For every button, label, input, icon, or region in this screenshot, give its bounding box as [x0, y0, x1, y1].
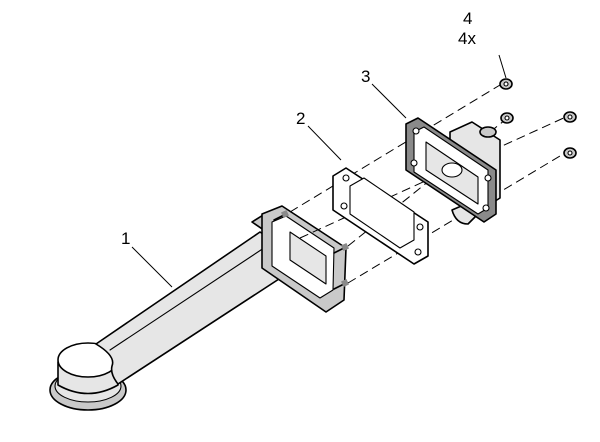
arm-body [95, 231, 306, 385]
nut-2 [500, 112, 514, 124]
gasket-hole-4 [414, 248, 422, 256]
housing-hole-4 [482, 204, 490, 212]
arm-body-highlight [109, 239, 277, 351]
nut-1 [499, 78, 513, 90]
gasket-hole-3 [340, 202, 348, 210]
arm-studs [273, 210, 349, 290]
housing-port [441, 162, 463, 178]
leader-lines [131, 54, 507, 288]
gasket-hole-1 [342, 174, 350, 182]
part-4-nuts [499, 78, 577, 159]
leader-4 [498, 54, 507, 79]
housing-hole-3 [410, 159, 418, 167]
leader-3 [371, 83, 407, 119]
part-2-gasket [332, 167, 429, 265]
housing-hole-2 [484, 174, 492, 182]
part-1-flange-plate [261, 205, 349, 313]
nut-4 [563, 147, 577, 159]
gasket-opening [349, 177, 415, 249]
housing-boss [479, 126, 497, 138]
leader-2 [307, 125, 342, 161]
callout-part-1: 1 [121, 229, 130, 248]
leader-1 [131, 246, 173, 288]
callout-part-2: 2 [296, 109, 305, 128]
callout-part-3: 3 [361, 67, 370, 86]
callout-part-4-quantity: 4x [458, 29, 476, 48]
arm-flange-recess [289, 231, 327, 285]
housing-hole-1 [412, 127, 420, 135]
part-3-housing [405, 117, 501, 225]
gasket-hole-2 [416, 223, 424, 231]
part-1-arm [49, 211, 319, 411]
nut-3 [563, 111, 577, 123]
callout-part-4: 4 [463, 9, 472, 28]
